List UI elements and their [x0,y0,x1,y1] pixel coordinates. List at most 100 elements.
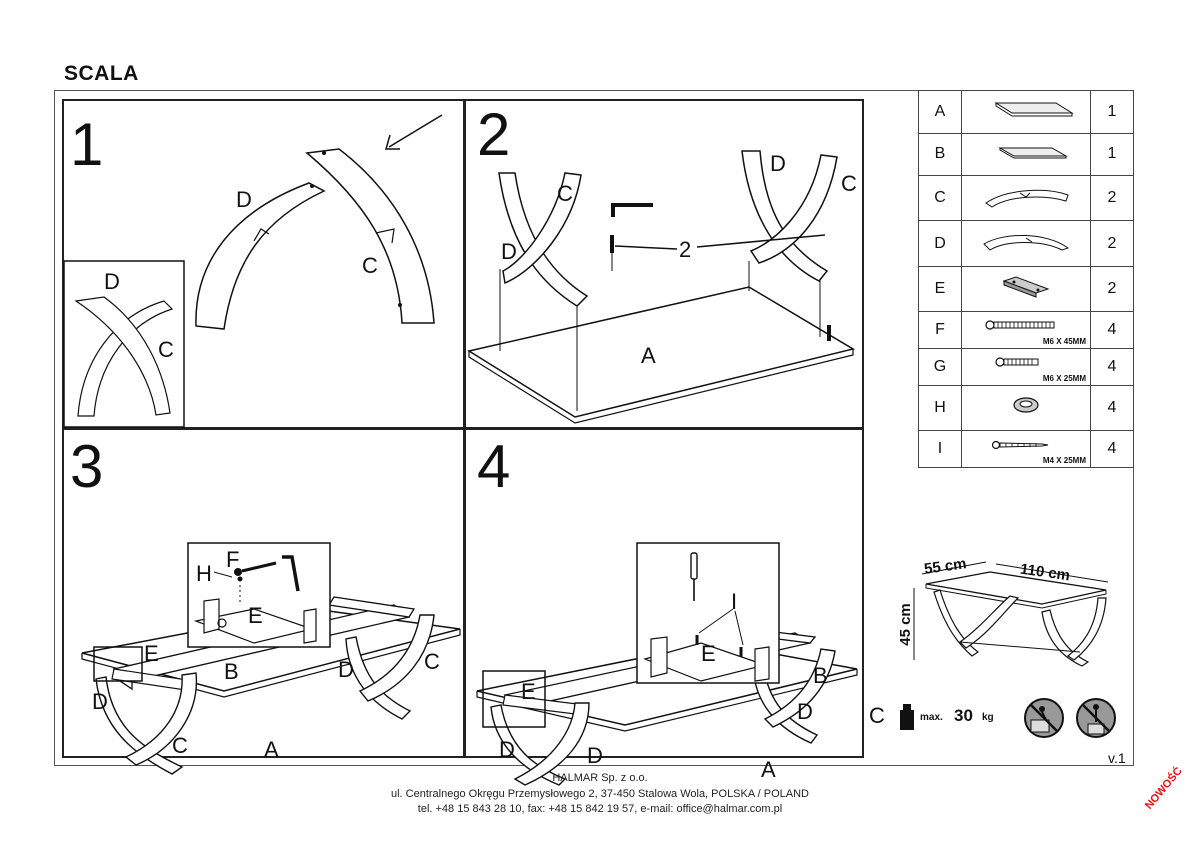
part-letter: H [918,384,962,432]
part-illustration: M4 X 25MM [961,430,1091,468]
assembly-steps-grid: 1 D C D C 2 [62,99,885,786]
step-2-drawing [467,150,855,424]
part-illustration [961,90,1091,134]
step-4-label-i: I [731,589,738,614]
part-spec: M4 X 25MM [1042,456,1086,465]
step-1-panel: 1 D C D C [63,101,463,428]
part-quantity: 2 [1090,175,1134,222]
step-1-number: 1 [70,111,104,178]
step-4-drawing [476,542,858,786]
max-load-unit: kg [982,712,994,723]
part-illustration [961,265,1091,313]
grid-divider-horizontal [64,427,862,430]
glass-shelf-icon [976,147,1076,168]
part-spec: M6 X 45MM [1042,336,1086,346]
step-3-label-a: A [264,737,279,762]
step-3-panel: 3 [64,429,463,775]
wood-screw-icon [976,440,1076,461]
part-quantity: 4 [1090,311,1134,349]
part-spec: M6 X 25MM [1042,373,1086,383]
step-4-label-d-right: D [797,699,813,724]
part-letter: F [918,311,962,349]
no-standing-icon [1076,698,1116,738]
step-4-label-d-mid: D [587,743,603,768]
max-load-section: max. 30 kg [896,698,1126,740]
document-title: SCALA [64,62,139,85]
step-1-label-d: D [236,187,252,212]
max-load-value: 30 [954,706,973,725]
step-1-drawing [63,114,443,428]
part-letter: G [918,347,962,386]
step-3-label-f: F [226,547,240,572]
weight-icon [900,704,914,730]
step-3-label-c-left: C [172,733,188,758]
part-quantity: 2 [1090,220,1134,267]
footer-address: ul. Centralnego Okręgu Przemysłowego 2, … [390,788,809,800]
step-2-label-c-left: C [557,181,573,206]
step-1-inset-label-c: C [158,337,174,362]
step-4-label-e: E [521,679,536,704]
step-4-number: 4 [477,433,511,500]
no-climbing-icon [1024,698,1064,738]
footer-company: HALMAR Sp. z o.o. [552,772,648,784]
step-4-label-b: B [813,663,828,688]
part-illustration: M6 X 45MM [961,311,1091,349]
part-row: F M6 X 45MM 4 [918,311,1134,349]
dimension-height: 45 cm [896,603,914,646]
table-outline-drawing [913,561,1109,667]
step-1-label-c: C [362,253,378,278]
bracket-icon [976,276,1076,303]
part-quantity: 1 [1090,132,1134,177]
step-4-label-e-inset: E [701,641,716,666]
part-letter: E [918,265,962,313]
part-letter: C [918,175,962,222]
step-1-inset-label-d: D [104,269,120,294]
leg-c-icon [976,189,1076,213]
version-label: v.1 [1108,750,1126,766]
part-row: G M6 X 25MM 4 [918,347,1134,386]
part-quantity: 4 [1090,384,1134,432]
step-3-label-c-right: C [424,649,440,674]
step-2-label-d-right: D [770,151,786,176]
part-letter: D [918,220,962,267]
step-2-label-c-right: C [841,171,857,196]
part-illustration: M6 X 25MM [961,347,1091,386]
step-2-label-screw-count: 2 [679,237,692,262]
step-3-drawing [81,542,461,775]
step-2-label-a: A [641,343,656,368]
page-frame [54,90,1134,766]
step-3-label-b: B [224,659,239,684]
step-3-label-e-inset: E [248,603,263,628]
footer-contact: tel. +48 15 843 28 10, fax: +48 15 842 1… [417,803,783,815]
bolt-icon [976,320,1076,341]
step-2-panel: 2 C D D [465,101,864,427]
step-4-label-a: A [761,757,776,782]
leg-d-icon [976,235,1076,258]
step-2-number: 2 [477,101,511,168]
bolt-short-icon [976,357,1076,378]
step-4-label-d-left: D [499,737,515,762]
step-3-label-d-right: D [338,657,354,682]
max-load-prefix: max. [920,712,943,723]
part-quantity: 2 [1090,265,1134,313]
part-illustration [961,175,1091,222]
part-quantity: 4 [1090,347,1134,386]
step-3-number: 3 [70,433,104,500]
step-3-label-h: H [196,561,212,586]
step-3-label-e: E [144,641,159,666]
part-illustration [961,220,1091,267]
part-letter: I [918,430,962,468]
step-4-label-c-right: C [869,703,885,728]
part-quantity: 1 [1090,90,1134,134]
step-2-label-d-left: D [501,239,517,264]
dimensions-diagram: 55 cm 110 cm 45 cm [896,552,1130,692]
part-letter: B [918,132,962,177]
washer-icon [976,397,1076,422]
part-illustration [961,384,1091,432]
